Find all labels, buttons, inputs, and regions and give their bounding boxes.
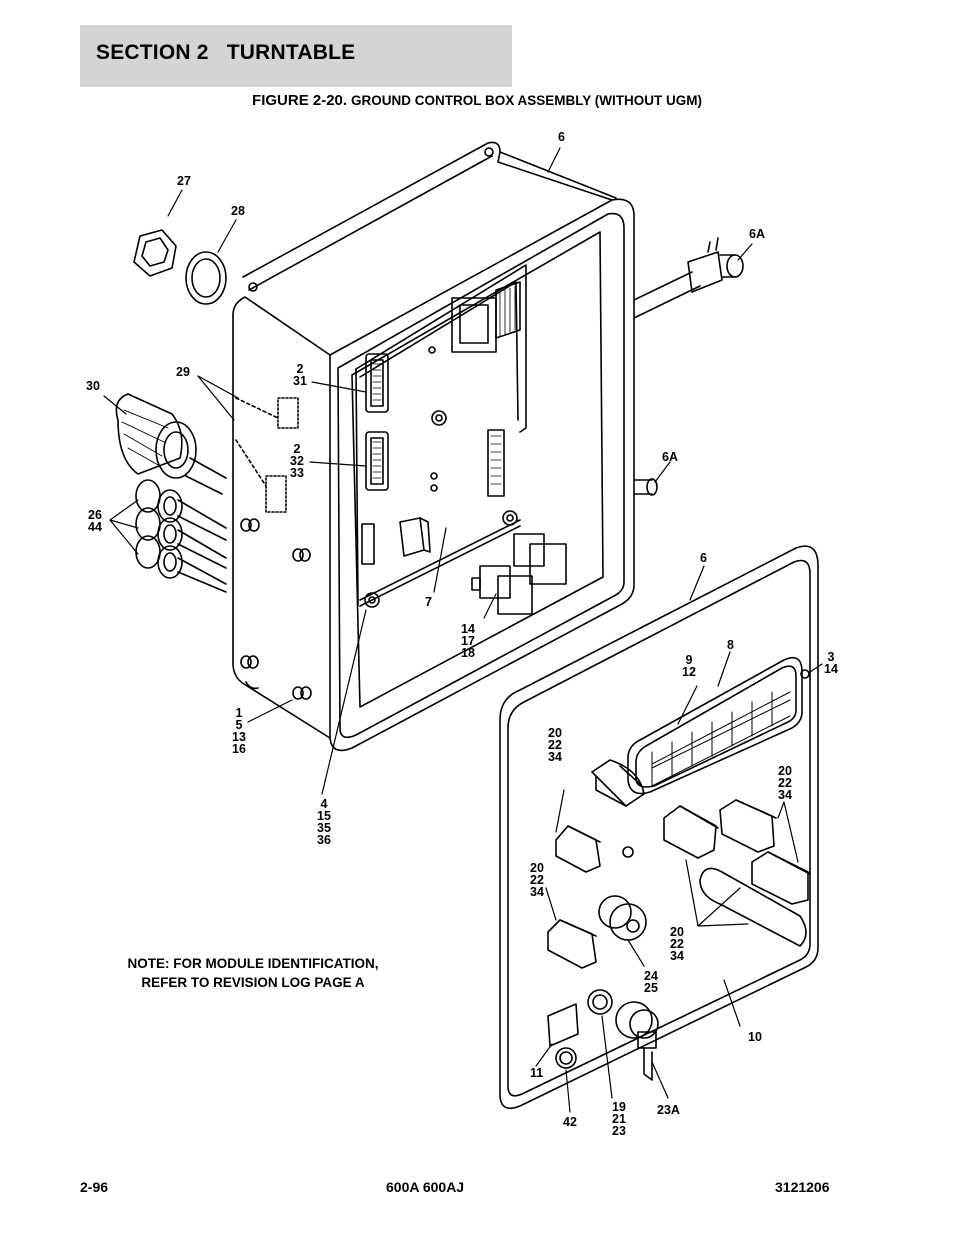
section-title: SECTION 2 TURNTABLE [96, 41, 356, 64]
module-note: NOTE: FOR MODULE IDENTIFICATION, REFER T… [88, 954, 418, 992]
cover-panel [499, 545, 819, 1110]
callout-27: 27 [177, 174, 191, 188]
leader-lines [103, 147, 823, 1113]
callout-10: 10 [748, 1030, 762, 1044]
note-line-2: REFER TO REVISION LOG PAGE A [141, 975, 365, 990]
callout-8: 8 [727, 638, 734, 652]
figure-title: FIGURE 2-20. GROUND CONTROL BOX ASSEMBLY… [0, 92, 954, 109]
figure-number: FIGURE 2-20. [252, 92, 348, 109]
callout-6-cover: 6 [700, 551, 707, 565]
footer-model: 600A 600AJ [386, 1179, 465, 1195]
note-line-1: NOTE: FOR MODULE IDENTIFICATION, [127, 956, 379, 971]
figure-caption: GROUND CONTROL BOX ASSEMBLY (WITHOUT UGM… [350, 93, 702, 108]
callout-42: 42 [563, 1115, 577, 1129]
callout-28: 28 [231, 204, 245, 218]
callout-29: 29 [176, 365, 190, 379]
callout-7: 7 [425, 595, 432, 609]
footer-doc-number: 3121206 [775, 1179, 830, 1195]
callout-30: 30 [86, 379, 100, 393]
control-module [355, 264, 567, 615]
callout-23a: 23A [657, 1103, 680, 1117]
callout-6a-lower: 6A [662, 450, 678, 464]
section-header-bar [80, 25, 512, 87]
callout-11: 11 [530, 1066, 544, 1080]
hardware-parts [115, 229, 299, 593]
footer-page-number: 2-96 [80, 1179, 109, 1195]
callout-6a-upper: 6A [749, 227, 765, 241]
conduit [633, 237, 744, 496]
callout-6-box: 6 [558, 130, 565, 144]
